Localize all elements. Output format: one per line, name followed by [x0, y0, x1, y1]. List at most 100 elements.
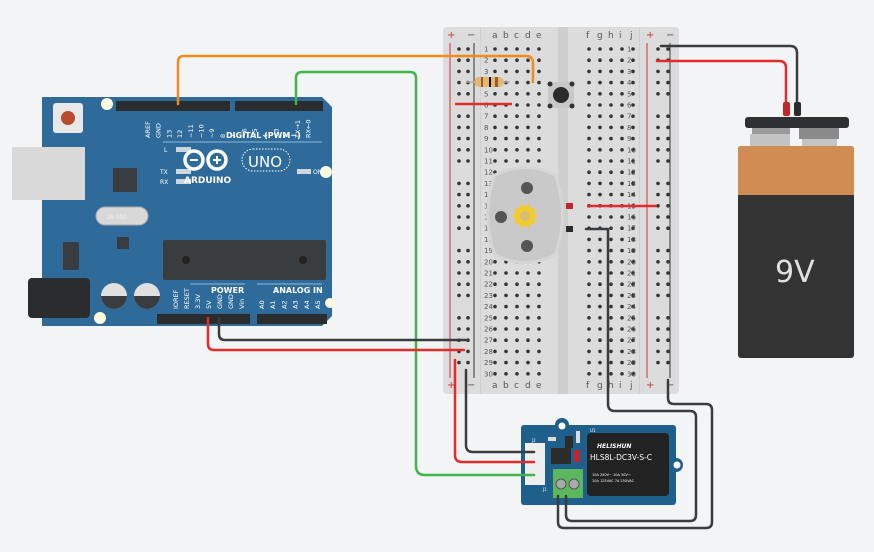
breadboard-hole[interactable] [631, 293, 635, 298]
breadboard-hole[interactable] [609, 304, 613, 309]
breadboard-hole[interactable] [537, 338, 541, 343]
breadboard-hole[interactable] [620, 136, 624, 141]
breadboard-hole[interactable] [504, 148, 508, 152]
breadboard-hole[interactable] [504, 316, 508, 320]
breadboard-hole[interactable] [609, 215, 613, 219]
rail-hole[interactable] [666, 282, 670, 287]
rail-hole[interactable] [656, 125, 660, 130]
breadboard-hole[interactable] [620, 237, 624, 242]
breadboard-hole[interactable] [620, 338, 624, 343]
rail-hole[interactable] [666, 260, 670, 264]
digital-header-high[interactable] [116, 101, 230, 111]
breadboard-hole[interactable] [620, 181, 624, 186]
breadboard-hole[interactable] [537, 372, 541, 376]
breadboard-hole[interactable] [537, 360, 541, 365]
rail-hole[interactable] [666, 360, 670, 365]
rail-hole[interactable] [656, 360, 660, 365]
breadboard-hole[interactable] [631, 80, 635, 85]
breadboard-hole[interactable] [609, 170, 613, 174]
rail-hole[interactable] [666, 148, 670, 152]
breadboard-hole[interactable] [587, 192, 591, 197]
battery-9v[interactable]: 9V [738, 117, 854, 358]
breadboard-hole[interactable] [631, 338, 635, 343]
breadboard-hole[interactable] [587, 349, 591, 354]
breadboard-hole[interactable] [537, 271, 541, 275]
breadboard-hole[interactable] [620, 215, 624, 219]
breadboard-hole[interactable] [526, 114, 530, 118]
rail-hole[interactable] [656, 159, 660, 163]
breadboard-hole[interactable] [609, 237, 613, 242]
breadboard-hole[interactable] [587, 237, 591, 242]
breadboard-hole[interactable] [515, 58, 519, 62]
breadboard-hole[interactable] [609, 338, 613, 343]
breadboard-hole[interactable] [609, 192, 613, 197]
breadboard-hole[interactable] [587, 372, 591, 376]
rail-hole[interactable] [466, 192, 470, 197]
breadboard-hole[interactable] [631, 304, 635, 309]
breadboard-hole[interactable] [609, 181, 613, 186]
rail-hole[interactable] [656, 338, 660, 343]
rail-hole[interactable] [656, 226, 660, 230]
breadboard-hole[interactable] [537, 304, 541, 309]
breadboard-hole[interactable] [598, 192, 602, 197]
breadboard-hole[interactable] [587, 159, 591, 163]
breadboard-hole[interactable] [587, 316, 591, 320]
breadboard-hole[interactable] [526, 47, 530, 51]
breadboard-hole[interactable] [587, 92, 591, 96]
breadboard-hole[interactable] [515, 103, 519, 107]
breadboard-hole[interactable] [515, 293, 519, 298]
breadboard-hole[interactable] [609, 282, 613, 287]
breadboard-hole[interactable] [609, 58, 613, 62]
breadboard-hole[interactable] [515, 159, 519, 163]
wire-battery-negative[interactable] [659, 44, 799, 108]
breadboard-hole[interactable] [587, 327, 591, 331]
breadboard-hole[interactable] [620, 92, 624, 96]
rail-hole[interactable] [457, 327, 461, 331]
breadboard-hole[interactable] [493, 114, 497, 118]
breadboard-hole[interactable] [631, 170, 635, 174]
breadboard-hole[interactable] [598, 136, 602, 141]
rail-hole[interactable] [457, 125, 461, 130]
breadboard-hole[interactable] [620, 316, 624, 320]
breadboard-hole[interactable] [515, 349, 519, 354]
rail-hole[interactable] [457, 215, 461, 219]
wire-battery-positive[interactable] [655, 59, 788, 108]
rail-hole[interactable] [457, 271, 461, 275]
breadboard-hole[interactable] [609, 360, 613, 365]
breadboard-hole[interactable] [515, 316, 519, 320]
breadboard-hole[interactable] [598, 58, 602, 62]
rail-hole[interactable] [656, 204, 660, 208]
rail-hole[interactable] [457, 260, 461, 264]
breadboard-hole[interactable] [620, 282, 624, 287]
breadboard-hole[interactable] [493, 125, 497, 130]
power-header[interactable] [157, 314, 250, 324]
breadboard-hole[interactable] [620, 293, 624, 298]
breadboard-hole[interactable] [620, 260, 624, 264]
rail-hole[interactable] [666, 92, 670, 96]
breadboard-hole[interactable] [526, 327, 530, 331]
rail-hole[interactable] [466, 349, 470, 354]
breadboard-hole[interactable] [537, 80, 541, 85]
rail-hole[interactable] [457, 226, 461, 230]
breadboard-hole[interactable] [587, 125, 591, 130]
breadboard-hole[interactable] [587, 58, 591, 62]
breadboard-hole[interactable] [609, 136, 613, 141]
breadboard-hole[interactable] [515, 125, 519, 130]
breadboard-hole[interactable] [609, 226, 613, 230]
breadboard-hole[interactable] [598, 170, 602, 174]
breadboard-hole[interactable] [537, 125, 541, 130]
breadboard-hole[interactable] [598, 237, 602, 242]
rail-hole[interactable] [457, 148, 461, 152]
breadboard-hole[interactable] [631, 327, 635, 331]
rail-hole[interactable] [466, 47, 470, 51]
breadboard-hole[interactable] [598, 304, 602, 309]
rail-hole[interactable] [666, 47, 670, 51]
breadboard-hole[interactable] [620, 69, 624, 74]
breadboard-hole[interactable] [493, 92, 497, 96]
breadboard-hole[interactable] [493, 159, 497, 163]
breadboard-hole[interactable] [631, 159, 635, 163]
breadboard-hole[interactable] [526, 316, 530, 320]
breadboard-hole[interactable] [620, 327, 624, 331]
breadboard-hole[interactable] [515, 327, 519, 331]
breadboard-hole[interactable] [620, 159, 624, 163]
